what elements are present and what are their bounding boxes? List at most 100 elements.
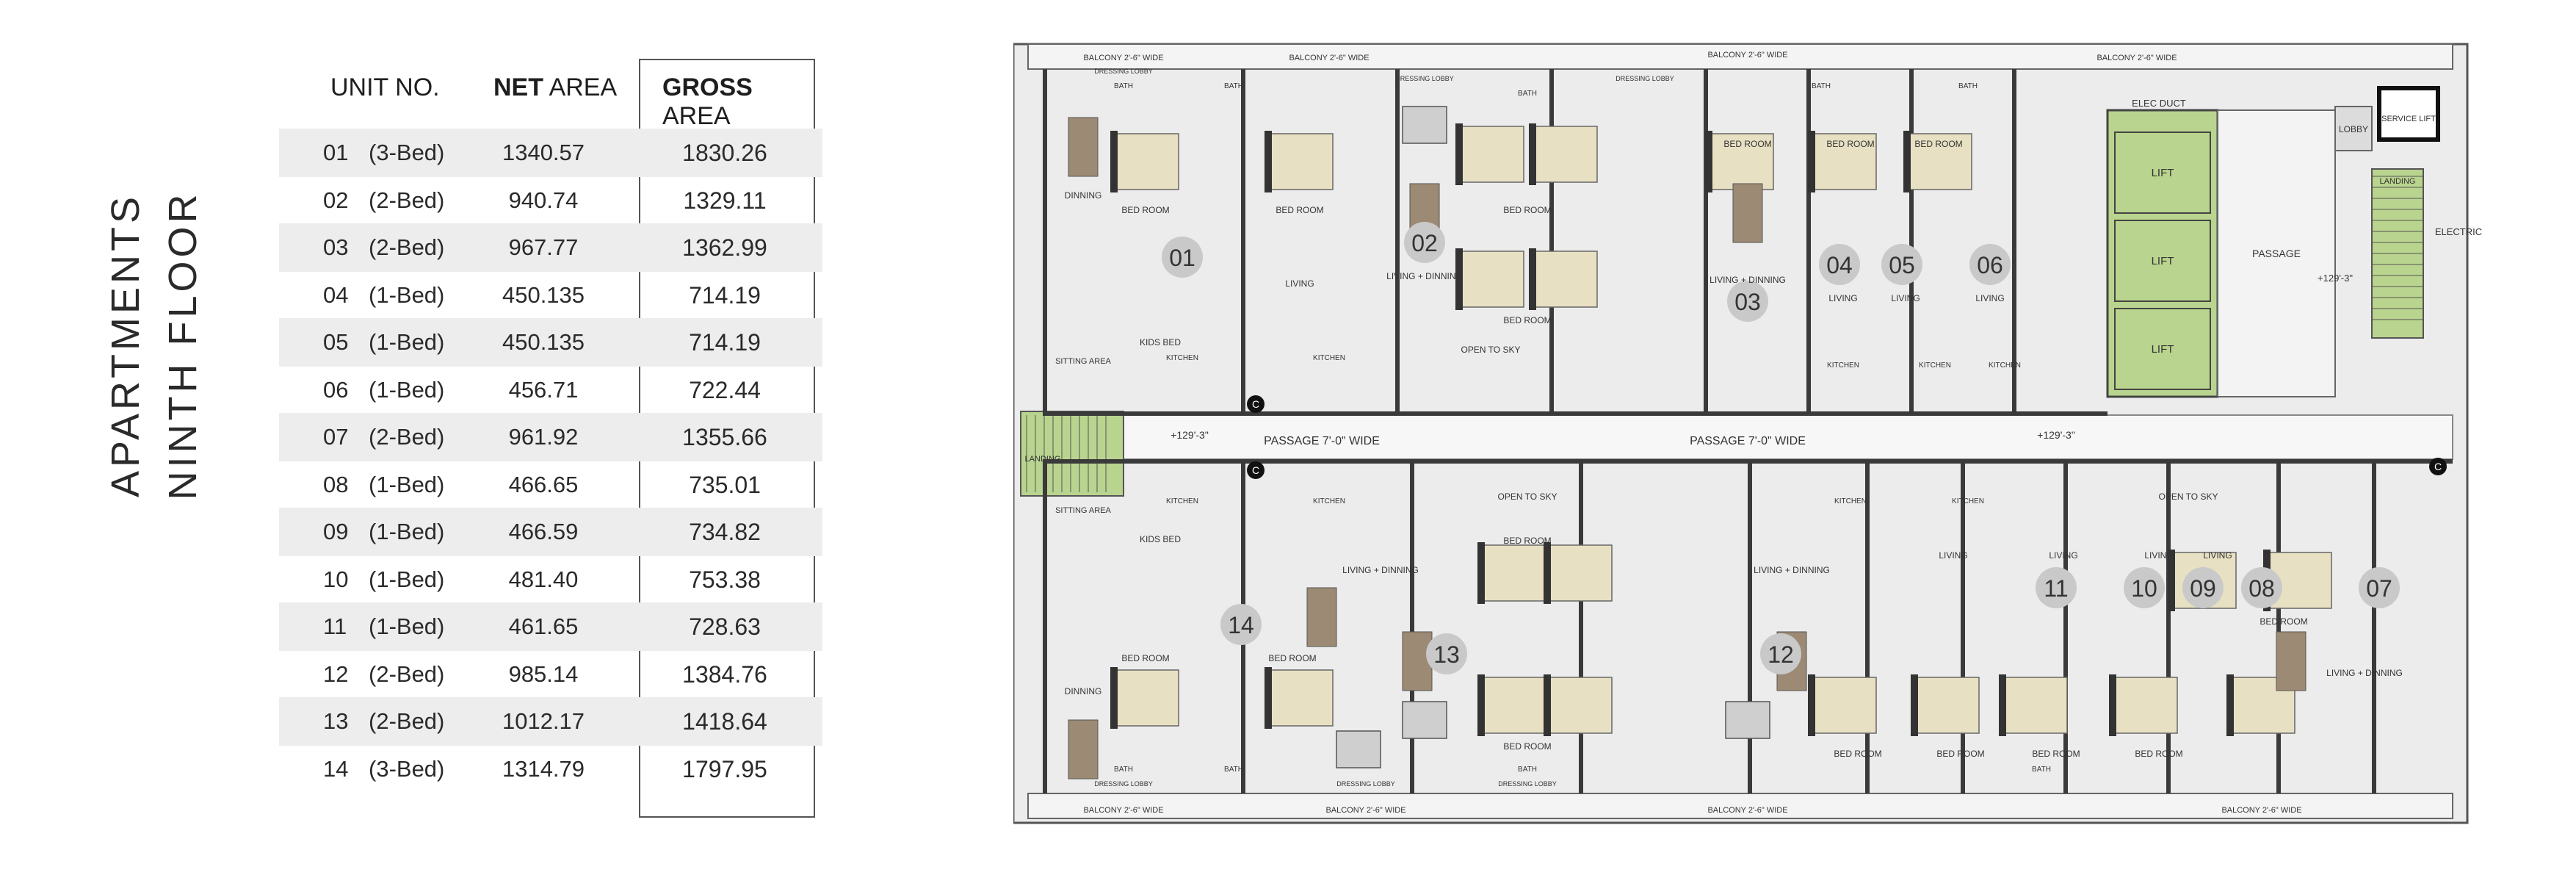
unit-number-label: 08	[2248, 575, 2275, 602]
unit-number: 08	[323, 471, 349, 497]
title-line-floor: NINTH FLOOR	[161, 190, 205, 500]
living-dining-label: LIVING + DINNING	[1386, 271, 1463, 281]
bed	[1457, 251, 1524, 308]
gross-area-value: 714.19	[689, 329, 761, 356]
unit-type: (2-Bed)	[369, 708, 445, 734]
lift-label: LIFT	[2152, 255, 2174, 267]
unit-number-label: 10	[2131, 575, 2157, 602]
dressing-lobby-label: DRESSING LOBBY	[1094, 780, 1153, 788]
unit-type: (3-Bed)	[369, 140, 445, 165]
corridor-label-right: PASSAGE 7'-0" WIDE	[1690, 435, 1806, 447]
bath-label: BATH	[2032, 766, 2051, 774]
dinning-label: DINNING	[1065, 190, 1102, 201]
dressing-lobby-label: DRESSING LOBBY	[1336, 780, 1395, 788]
net-area-value: 1012.17	[502, 708, 585, 734]
bed-room-label: BED ROOM	[2032, 749, 2080, 759]
wall-partition	[1549, 69, 1554, 414]
sitting-area-label: SITTING AREA	[1055, 506, 1111, 515]
wall-partition	[2166, 459, 2171, 793]
unit-marker	[1162, 237, 1203, 278]
wall-partition	[2063, 459, 2068, 793]
stair-right-landing-label: LANDING	[2380, 177, 2416, 186]
unit-marker	[1760, 633, 1801, 674]
unit-type: (1-Bed)	[369, 376, 445, 403]
unit-number-label: 04	[1826, 252, 1853, 278]
dressing-lobby-label: DRESSING LOBBY	[1395, 75, 1454, 82]
unit-number-label: 14	[1228, 612, 1254, 638]
gross-area-value: 728.63	[689, 613, 761, 640]
unit-number: 05	[323, 329, 349, 355]
bath-label: BATH	[1114, 82, 1133, 90]
balcony-label: BALCONY 2'-6" WIDE	[1289, 54, 1369, 62]
title-line-apartments: APARTMENTS	[104, 192, 148, 498]
lift-label: LIFT	[2152, 167, 2174, 179]
living-dining-label: LIVING + DINNING	[1342, 565, 1419, 575]
wall-partition	[2372, 459, 2376, 793]
dining-table	[1732, 183, 1763, 243]
net-area-value: 967.77	[508, 234, 579, 260]
unit-number: 09	[323, 519, 349, 544]
wall-partition	[2276, 459, 2281, 793]
balcony-label: BALCONY 2'-6" WIDE	[1707, 806, 1787, 815]
kitchen-label: KITCHEN	[1827, 361, 1859, 370]
net-area-value: 940.74	[508, 187, 579, 213]
bed-room-label: BED ROOM	[2260, 616, 2307, 627]
kitchen-label: KITCHEN	[1834, 497, 1867, 505]
lift-label: LIFT	[2152, 343, 2174, 356]
wall-partition	[1043, 459, 1047, 793]
wall-partition	[2012, 69, 2016, 414]
bed-headboard	[1544, 542, 1551, 604]
unit-marker	[1727, 281, 1768, 322]
bed-room-label: BED ROOM	[1834, 749, 1881, 759]
column-marker-letter: C	[2434, 461, 2442, 472]
unit-number: 03	[323, 234, 349, 260]
bath-label: BATH	[1812, 82, 1831, 90]
stair-left	[1020, 411, 1124, 497]
bed	[1530, 126, 1598, 183]
open-to-sky-label: OPEN TO SKY	[2159, 491, 2218, 502]
dining-table	[1068, 719, 1099, 779]
sofa	[1725, 701, 1770, 739]
unit-type: (2-Bed)	[369, 424, 445, 450]
gross-area-value: 1830.26	[682, 140, 767, 166]
bed-room-label: BED ROOM	[1723, 139, 1771, 149]
open-to-sky-label: OPEN TO SKY	[1461, 345, 1521, 355]
net-area-value: 1314.79	[502, 755, 585, 782]
bed-headboard	[1477, 674, 1485, 736]
bed	[1479, 544, 1546, 602]
gross-area-value: 1384.76	[682, 660, 767, 688]
service-lift	[2377, 86, 2440, 142]
unit-number: 13	[323, 708, 349, 734]
gross-area-value: 722.44	[689, 376, 761, 403]
bath-label: BATH	[1224, 82, 1243, 90]
wall-partition	[1395, 69, 1400, 414]
bed-room-label: BED ROOM	[2135, 749, 2182, 759]
bed-headboard	[1808, 674, 1815, 736]
dressing-lobby-label: DRESSING LOBBY	[1498, 780, 1557, 788]
electric-room-label: ELECTRIC ROOM	[2435, 226, 2482, 237]
bed	[1530, 251, 1598, 308]
unit-marker	[2182, 567, 2224, 608]
unit-number-label: 01	[1169, 245, 1195, 271]
bed-headboard	[1529, 248, 1536, 310]
bed	[2110, 677, 2178, 734]
lift-shaft	[2114, 220, 2211, 302]
bed-headboard	[1477, 542, 1485, 604]
unit-number-label: 11	[2044, 575, 2068, 602]
net-area-value: 461.65	[508, 613, 579, 639]
living-dining-label: LIVING + DINNING	[2326, 668, 2403, 678]
bed-room-label: BED ROOM	[1914, 139, 1962, 149]
unit-type: (2-Bed)	[369, 660, 445, 687]
unit-type: (2-Bed)	[369, 234, 445, 260]
bed-room-label: BED ROOM	[1503, 205, 1551, 215]
gross-area-value: 753.38	[689, 566, 761, 593]
bed-headboard	[1110, 131, 1118, 192]
column-marker	[1247, 395, 1265, 413]
wall-corridor-bottom	[1043, 459, 2453, 464]
net-area-value: 466.59	[508, 519, 579, 544]
